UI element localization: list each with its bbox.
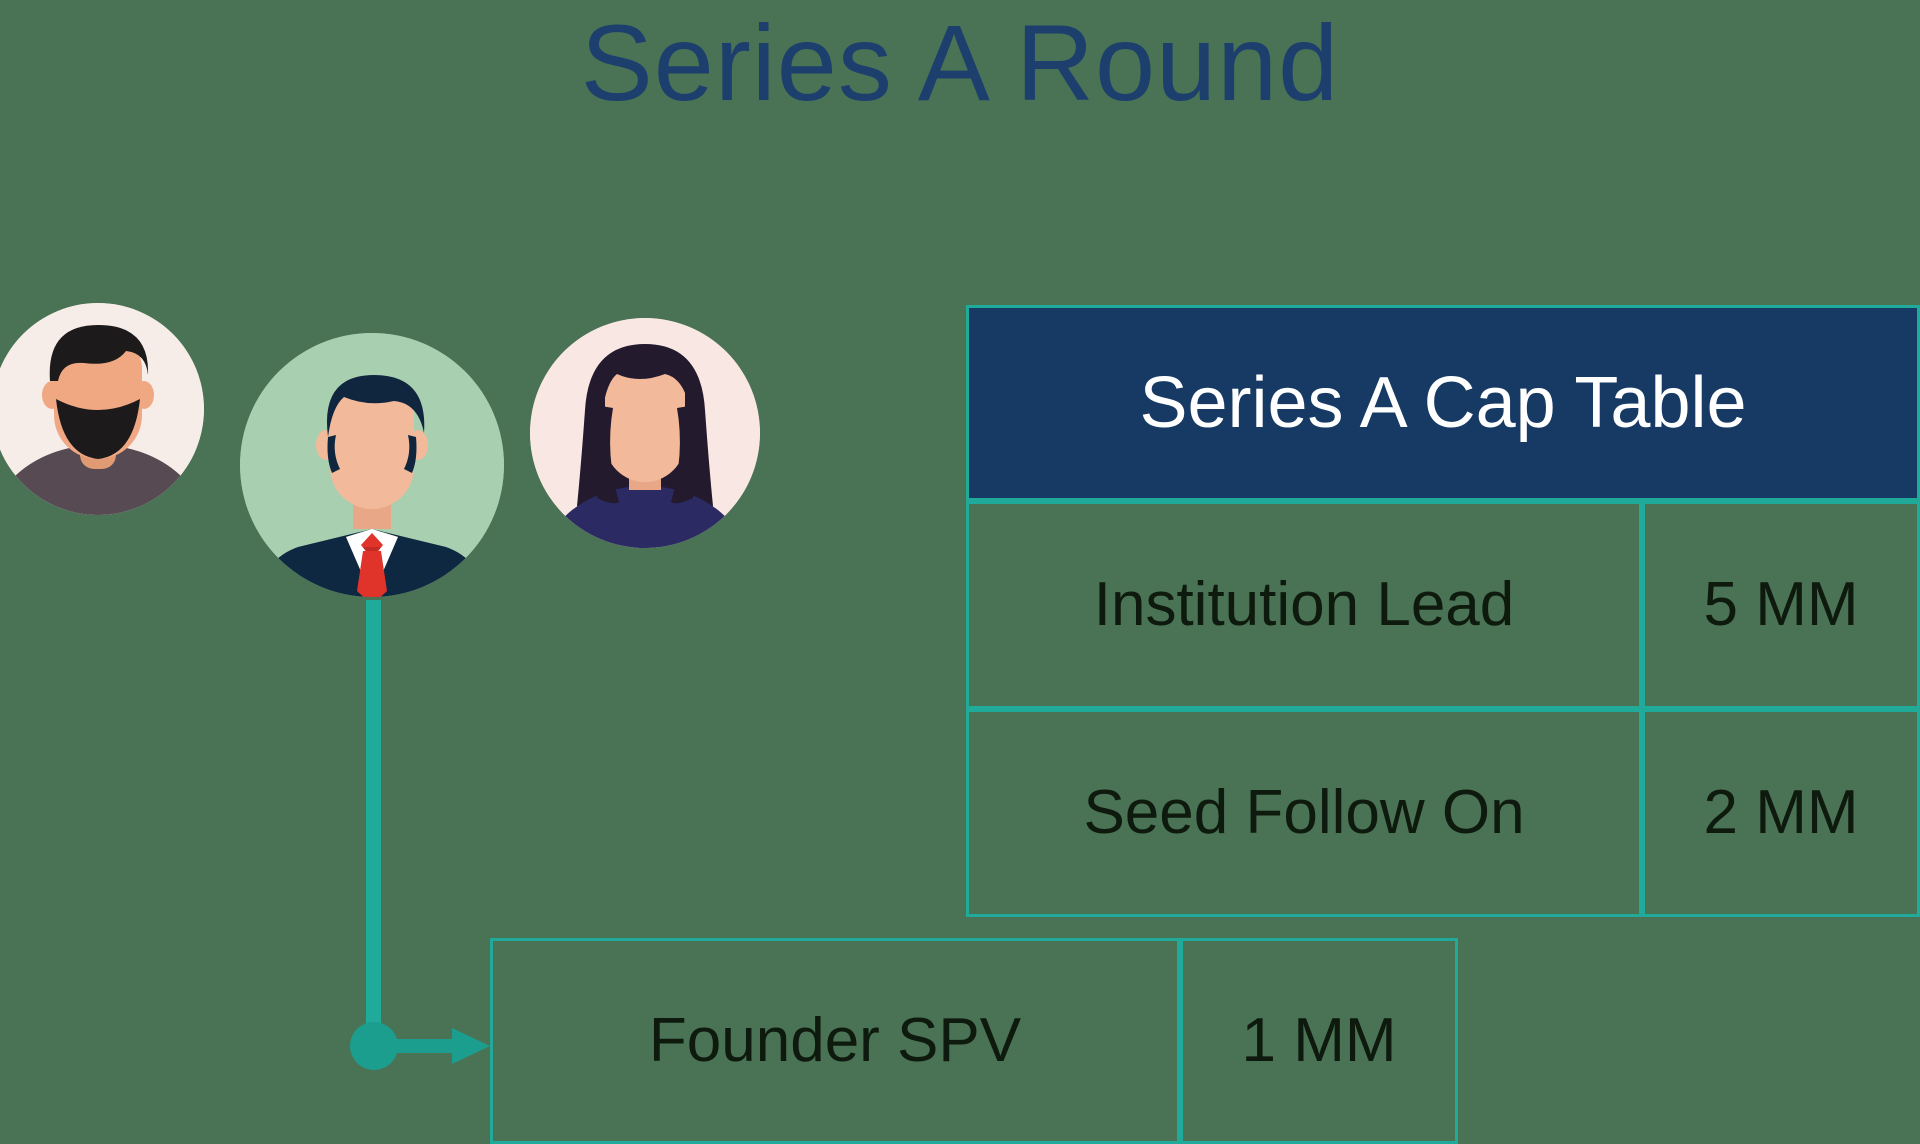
- investor-avatar-bearded-man: [0, 303, 204, 515]
- founder-spv-label: Founder SPV: [490, 938, 1180, 1144]
- long-hair-woman-illustration: [530, 318, 760, 548]
- connector-line: [366, 600, 381, 1055]
- founder-spv-row[interactable]: Founder SPV 1 MM: [490, 938, 1458, 1144]
- page-title: Series A Round: [580, 2, 1340, 123]
- table-row[interactable]: Seed Follow On 2 MM: [966, 709, 1920, 917]
- cap-table-row-value: 5 MM: [1642, 501, 1920, 709]
- cap-table-row-value: 2 MM: [1642, 709, 1920, 917]
- cap-table-header: Series A Cap Table: [966, 305, 1920, 501]
- investor-avatar-long-hair-woman: [530, 318, 760, 548]
- table-row[interactable]: Institution Lead 5 MM: [966, 501, 1920, 709]
- founder-spv-value: 1 MM: [1180, 938, 1458, 1144]
- founder-avatar-suited-man: [240, 333, 504, 597]
- cap-table-row-label: Seed Follow On: [966, 709, 1642, 917]
- cap-table-row-label: Institution Lead: [966, 501, 1642, 709]
- arrow-right-icon: [372, 1028, 490, 1064]
- suited-man-illustration: [240, 333, 504, 597]
- bearded-man-illustration: [0, 303, 204, 515]
- cap-table: Series A Cap Table Institution Lead 5 MM…: [966, 305, 1920, 917]
